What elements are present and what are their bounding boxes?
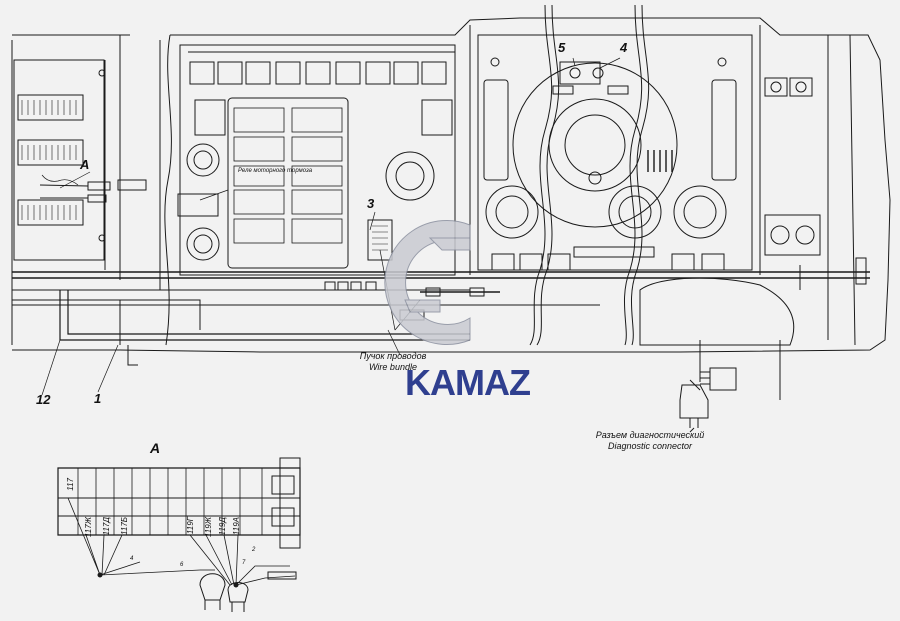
wire-bundle-ru: Пучок проводов (359, 351, 427, 361)
diagnostic-connector-label: Разъем диагностический Diagnostic connec… (580, 430, 720, 452)
wire-label: 117 (66, 478, 75, 491)
wire-label: 117Д (102, 517, 111, 536)
detail-small-label: 4 (130, 556, 134, 562)
detail-small-label: 2 (252, 547, 256, 553)
diagnostic-connector-en: Diagnostic connector (607, 441, 693, 451)
diagnostic-connector-ru: Разъем диагностический (595, 430, 705, 440)
callout-1: 1 (94, 391, 102, 406)
kamaz-logo-emblem (384, 220, 471, 345)
callout-A: A (80, 157, 90, 172)
detail-small-label: 6 (180, 562, 184, 568)
callout-5: 5 (558, 40, 566, 55)
callout-3: 3 (367, 196, 375, 211)
wire-bundle-en: Wire bundle (369, 362, 417, 372)
detail-small-label: 7 (242, 560, 246, 566)
wire-label: 117Б (120, 517, 129, 535)
relay-caption: Реле моторного тормоза (238, 168, 313, 174)
detail-view-title: A (150, 440, 161, 456)
wire-label: 117Ж (84, 517, 93, 538)
wire-label: 119Г (186, 517, 195, 535)
wire-label: 119А (232, 517, 241, 536)
callout-4: 4 (620, 40, 628, 55)
wire-label: 119Ж (204, 517, 213, 538)
kamaz-watermark: KAMAZ (405, 362, 531, 403)
wire-bundle-label: Пучок проводов Wire bundle (345, 351, 441, 373)
wire-label: 119Д (218, 517, 227, 536)
callout-12: 12 (36, 392, 51, 407)
